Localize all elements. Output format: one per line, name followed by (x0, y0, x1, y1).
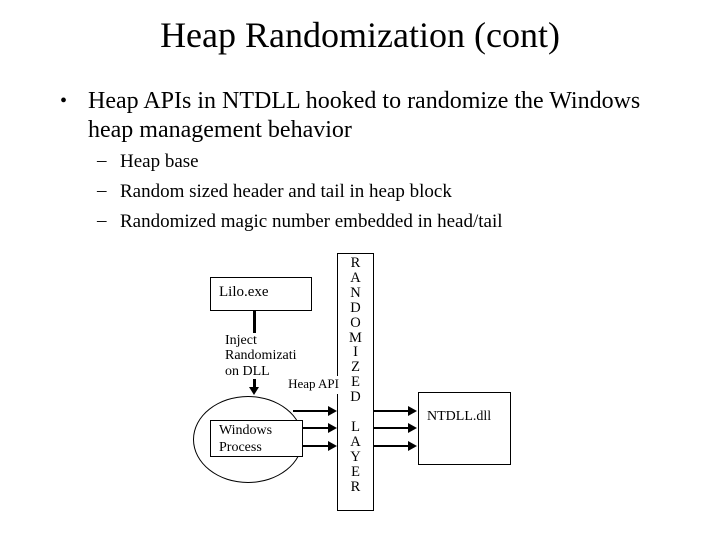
arrow-process-to-layer (303, 445, 329, 447)
arrow-process-to-layer (293, 410, 329, 412)
bullet-text: Heap APIs in NTDLL hooked to randomize t… (88, 88, 641, 143)
dash-marker: – (97, 210, 107, 231)
bullet-item: • Heap APIs in NTDLL hooked to randomize… (60, 87, 650, 145)
arrow-right-icon (408, 423, 417, 433)
lilo-exe-box: Lilo.exe (210, 277, 312, 311)
randomized-layer-box: R A N D O M I Z E D L A Y E R (337, 253, 374, 511)
sub-bullet-heap-base: – Heap base (97, 150, 617, 174)
layer-letters: L A Y E R (350, 419, 361, 495)
dash-marker: – (97, 150, 107, 171)
ntdll-box: NTDLL.dll (418, 392, 511, 465)
arrow-layer-to-ntdll (374, 427, 409, 429)
sub-bullet-random-header-tail: – Random sized header and tail in heap b… (97, 180, 617, 204)
arrow-layer-to-ntdll (374, 445, 409, 447)
ntdll-label: NTDLL.dll (427, 409, 492, 424)
sub-bullet-text: Random sized header and tail in heap blo… (120, 181, 452, 202)
heap-api-label: Heap API (278, 376, 339, 394)
sub-bullet-magic-number: – Randomized magic number embedded in he… (97, 210, 617, 234)
randomized-letters: R A N D O M I Z E D (349, 255, 362, 406)
arrow-right-icon (328, 441, 337, 451)
dash-marker: – (97, 180, 107, 201)
arrow-right-icon (328, 406, 337, 416)
sub-bullet-text: Randomized magic number embedded in head… (120, 211, 503, 232)
lilo-connector-line (253, 375, 256, 388)
lilo-connector-line (253, 311, 256, 334)
windows-process-box: Windows Process (210, 420, 303, 457)
arrow-layer-to-ntdll (374, 410, 409, 412)
slide-title: Heap Randomization (cont) (160, 15, 560, 55)
bullet-marker: • (60, 90, 68, 112)
arrow-down-icon (249, 387, 259, 395)
arrow-right-icon (408, 406, 417, 416)
sub-bullet-text: Heap base (120, 151, 199, 172)
arrow-right-icon (408, 441, 417, 451)
inject-randomization-dll-label: Inject Randomizati on DLL (225, 333, 297, 379)
arrow-process-to-layer (303, 427, 329, 429)
arrow-right-icon (328, 423, 337, 433)
lilo-exe-label: Lilo.exe (219, 284, 269, 300)
